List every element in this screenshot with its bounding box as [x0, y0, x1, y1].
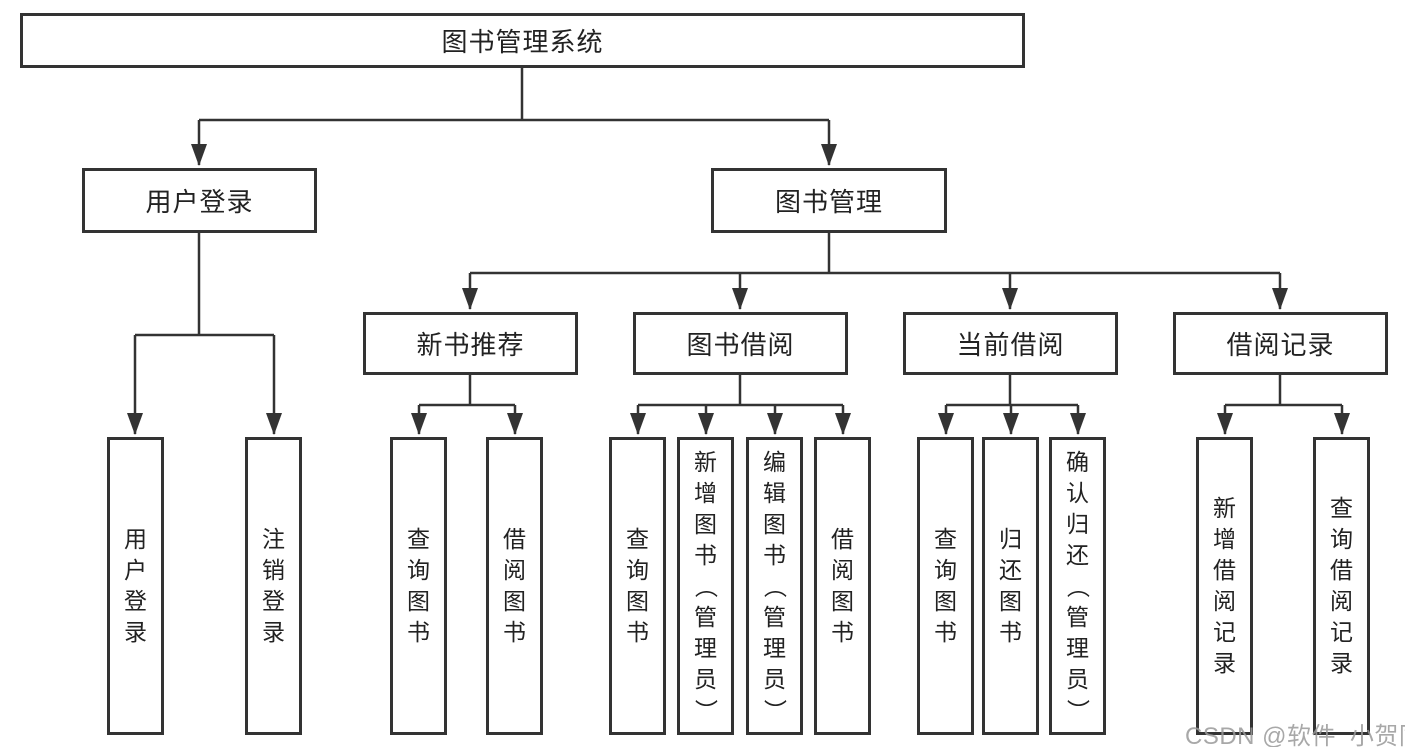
leaf-add-books-admin: 新增图书（管理员）: [677, 437, 734, 735]
leaf-return-books: 归还图书: [982, 437, 1039, 735]
leaf-borrow-books-recommend: 借阅图书: [486, 437, 543, 735]
node-new-book-recommend: 新书推荐: [363, 312, 578, 375]
leaf-add-borrow-record: 新增借阅记录: [1196, 437, 1253, 735]
node-current-borrowing: 当前借阅: [903, 312, 1118, 375]
csdn-watermark: CSDN @软件_小贺同学: [1185, 723, 1405, 747]
leaf-logout: 注销登录: [245, 437, 302, 735]
leaf-edit-books-admin: 编辑图书（管理员）: [746, 437, 803, 735]
connector-rails: [135, 68, 1342, 407]
leaf-query-borrow-record: 查询借阅记录: [1313, 437, 1370, 735]
leaf-query-books-borrowing: 查询图书: [609, 437, 666, 735]
leaf-query-books-current: 查询图书: [917, 437, 974, 735]
node-book-borrowing: 图书借阅: [633, 312, 848, 375]
node-book-management-branch: 图书管理: [711, 168, 947, 233]
leaf-borrow-books-borrowing: 借阅图书: [814, 437, 871, 735]
leaf-user-login: 用户登录: [107, 437, 164, 735]
node-user-login-branch: 用户登录: [82, 168, 317, 233]
leaf-query-books-recommend: 查询图书: [390, 437, 447, 735]
connector-arrows: [127, 120, 1350, 435]
node-root-system: 图书管理系统: [20, 13, 1025, 68]
leaf-confirm-return-admin: 确认归还（管理员）: [1049, 437, 1106, 735]
node-borrowing-records: 借阅记录: [1173, 312, 1388, 375]
